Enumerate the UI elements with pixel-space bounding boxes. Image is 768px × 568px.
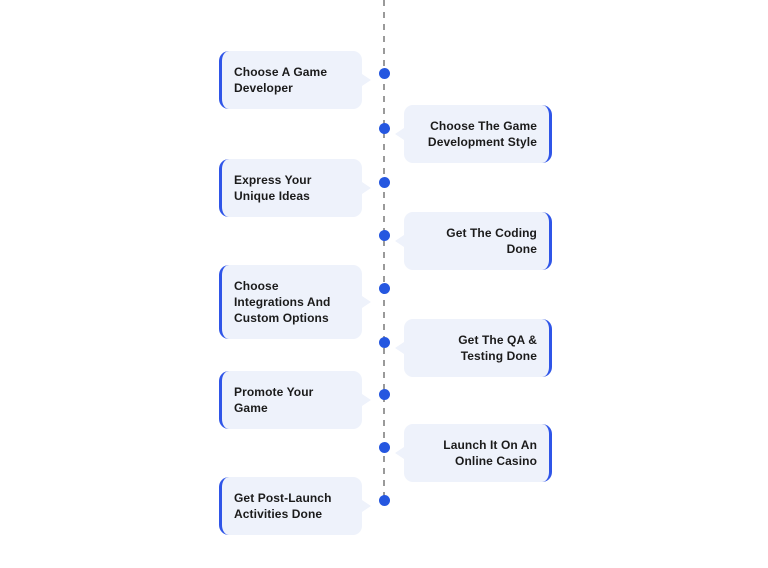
timeline-step-card-6[interactable]: Get The QA & Testing Done <box>395 319 552 377</box>
timeline-step-card-7[interactable]: Promote Your Game <box>219 371 371 429</box>
card-tail-icon <box>395 342 404 354</box>
timeline-step-label-4: Get The Coding Done <box>446 226 537 256</box>
timeline-step-label-5: Choose Integrations And Custom Options <box>234 279 331 325</box>
timeline-node-dot-4 <box>378 229 390 241</box>
timeline-step-label-7: Promote Your Game <box>234 385 314 415</box>
timeline-step-label-8: Launch It On An Online Casino <box>443 438 537 468</box>
timeline-step-label-6: Get The QA & Testing Done <box>458 333 537 363</box>
timeline-node-dot-7 <box>378 388 390 400</box>
card-tail-icon <box>362 74 371 86</box>
timeline-step-label-9: Get Post-Launch Activities Done <box>234 491 332 521</box>
timeline-node-dot-1 <box>378 67 390 79</box>
card-tail-icon <box>395 128 404 140</box>
timeline-step-label-3: Express Your Unique Ideas <box>234 173 312 203</box>
timeline-step-label-2: Choose The Game Development Style <box>427 119 537 149</box>
timeline-step-card-1[interactable]: Choose A Game Developer <box>219 51 371 109</box>
timeline-step-card-9[interactable]: Get Post-Launch Activities Done <box>219 477 371 535</box>
timeline-step-card-3[interactable]: Express Your Unique Ideas <box>219 159 371 217</box>
timeline-node-dot-5 <box>378 282 390 294</box>
timeline-node-dot-6 <box>378 336 390 348</box>
card-tail-icon <box>362 500 371 512</box>
timeline-step-card-8[interactable]: Launch It On An Online Casino <box>395 424 552 482</box>
timeline-node-dot-3 <box>378 176 390 188</box>
timeline-axis <box>383 0 385 501</box>
timeline-step-card-4[interactable]: Get The Coding Done <box>395 212 552 270</box>
timeline-node-dot-9 <box>378 494 390 506</box>
timeline-node-dot-2 <box>378 122 390 134</box>
timeline-node-dot-8 <box>378 441 390 453</box>
timeline-step-card-5[interactable]: Choose Integrations And Custom Options <box>219 265 371 339</box>
card-tail-icon <box>362 296 371 308</box>
card-tail-icon <box>395 447 404 459</box>
timeline-step-card-2[interactable]: Choose The Game Development Style <box>395 105 552 163</box>
card-tail-icon <box>395 235 404 247</box>
card-tail-icon <box>362 182 371 194</box>
timeline-step-label-1: Choose A Game Developer <box>234 65 328 95</box>
card-tail-icon <box>362 394 371 406</box>
